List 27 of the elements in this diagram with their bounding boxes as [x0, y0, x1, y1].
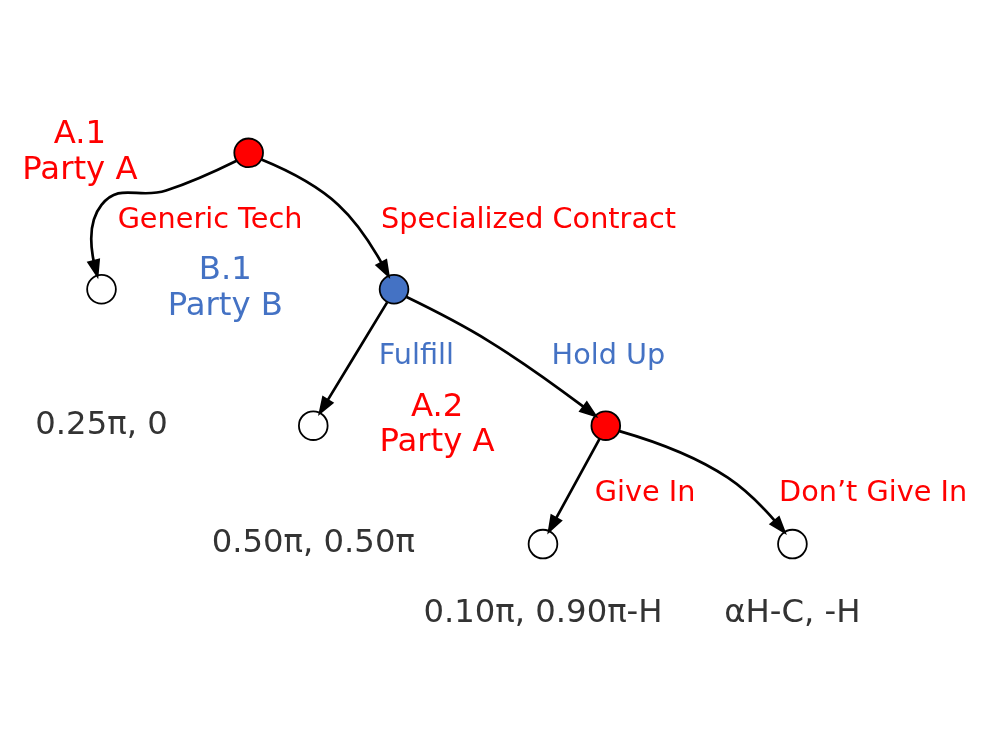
arrow — [547, 437, 601, 534]
node-label: A.1 — [53, 112, 107, 151]
edge-label: Specialized Contract — [381, 200, 677, 235]
arrow — [86, 159, 238, 279]
node-label: αH-C, -H — [724, 591, 861, 630]
node-circle — [590, 409, 622, 441]
arrow — [406, 295, 599, 418]
node-circle — [298, 409, 329, 441]
edge-label: Don’t Give In — [779, 473, 968, 508]
edge-label: Hold Up — [551, 336, 666, 371]
node-label: 0.50π, 0.50π — [211, 521, 415, 560]
node-label: B.1 — [198, 248, 252, 287]
arrow — [260, 157, 391, 279]
edge-label: Give In — [594, 473, 696, 508]
node-circle — [378, 273, 410, 304]
node-label: Party A — [22, 148, 138, 187]
node-circle — [86, 273, 117, 304]
node-label: 0.10π, 0.90π-H — [423, 591, 663, 630]
node-label: Party B — [167, 284, 283, 323]
edge-label: Fulfill — [378, 336, 454, 371]
node-label: 0.25π, 0 — [35, 403, 168, 442]
node-circle — [527, 528, 559, 559]
edge-label: Generic Tech — [117, 200, 303, 235]
node-circle — [777, 528, 808, 559]
arrow — [318, 301, 389, 416]
node-circle — [233, 137, 264, 168]
arrow — [619, 429, 787, 535]
